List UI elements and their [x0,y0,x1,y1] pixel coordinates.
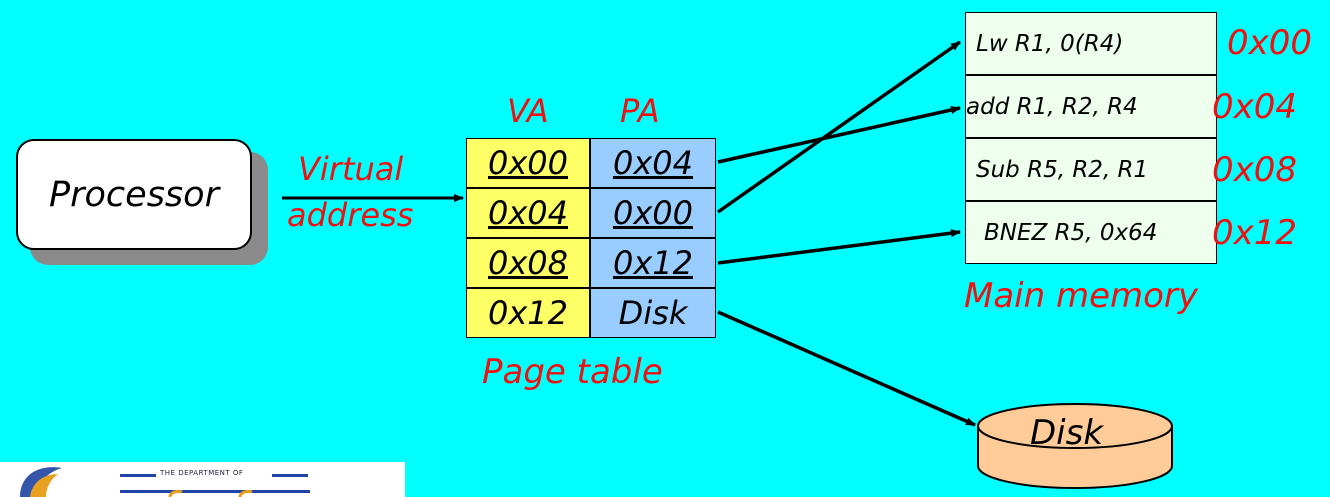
logo-emblem-icon [20,467,310,497]
page-table-pa-cell: Disk [590,288,716,338]
virtual-address-label-line2: address [287,196,414,234]
disk-label: Disk [1030,413,1104,453]
memory-address-label: 0x00 [1227,23,1313,63]
memory-address-label: 0x12 [1212,213,1298,253]
memory-cell: Lw R1, 0(R4) [965,12,1217,75]
map-arrow-0x04-to-0x00 [716,40,962,214]
page-table-va-cell: 0x00 [466,138,590,188]
virtual-address-label-line1: Virtual [298,150,404,188]
main-memory-caption: Main memory [964,276,1199,316]
logo-text: THE DEPARTMENT OF [160,469,244,477]
va-column-header: VA [507,92,549,130]
page-table-va-cell: 0x04 [466,188,590,238]
page-table-caption: Page table [482,352,663,392]
map-arrow-0x08-to-0x12 [717,229,961,265]
disk-shape [977,403,1173,489]
page-table-pa-cell: 0x04 [590,138,716,188]
page-table-pa-cell: 0x12 [590,238,716,288]
pa-column-header: PA [620,92,660,130]
memory-address-label: 0x04 [1212,87,1298,127]
map-arrow-0x12-to-disk [717,310,976,427]
memory-cell: add R1, R2, R4 [965,75,1217,138]
page-table-pa-cell: 0x00 [590,188,716,238]
page-table-va-cell: 0x08 [466,238,590,288]
memory-cell: BNEZ R5, 0x64 [965,201,1217,264]
department-logo: THE DEPARTMENT OF [0,462,405,497]
map-arrow-0x00-to-0x04 [717,106,961,164]
processor-box: Processor [16,139,252,250]
memory-address-label: 0x08 [1212,150,1298,190]
processor-label: Processor [49,174,219,215]
page-table-va-cell: 0x12 [466,288,590,338]
memory-cell: Sub R5, R2, R1 [965,138,1217,201]
